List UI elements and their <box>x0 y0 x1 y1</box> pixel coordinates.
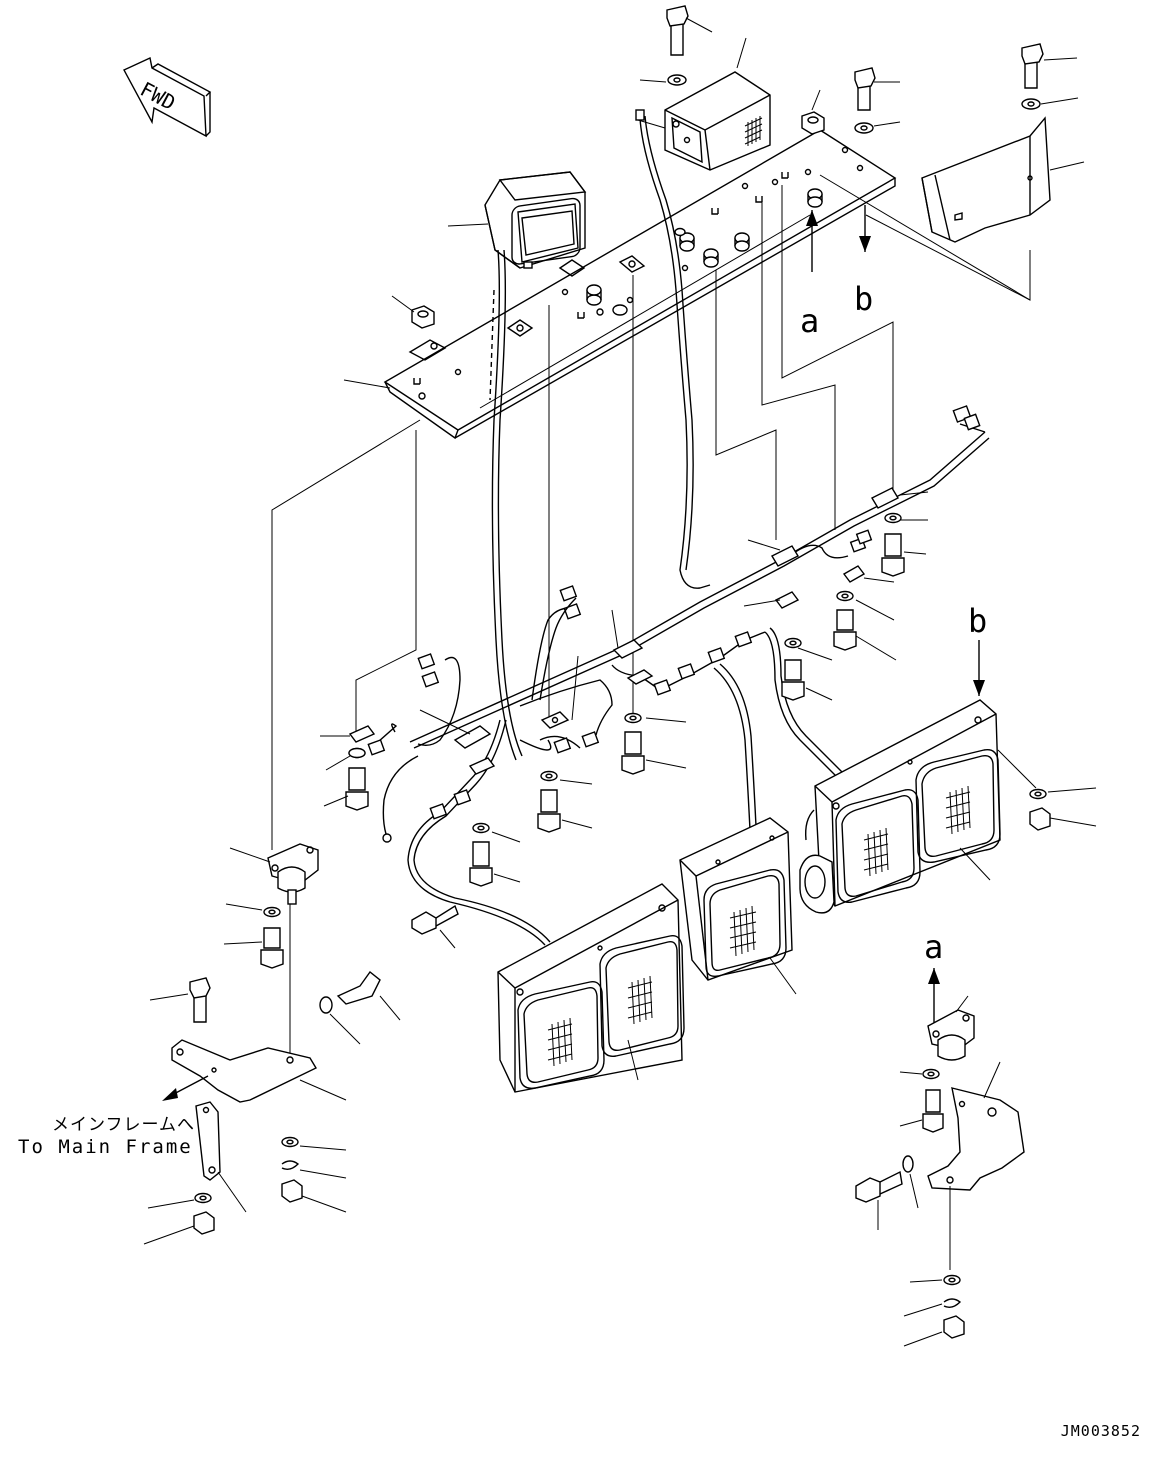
nut-top <box>801 111 825 135</box>
bolt-top-right-1 <box>854 67 876 134</box>
left-mount <box>143 843 401 1245</box>
main-frame-note-english: To Main Frame <box>18 1136 193 1158</box>
plate-bracket-left <box>408 255 646 361</box>
svg-text:a: a <box>800 302 819 340</box>
wire-harness <box>348 405 990 946</box>
relay-box <box>664 71 771 171</box>
reference-lines <box>271 174 1031 850</box>
bolt-top-right-2 <box>1021 43 1044 110</box>
view-arrow-a-top: a <box>800 210 819 340</box>
svg-text:b: b <box>968 602 987 640</box>
svg-text:b: b <box>854 280 873 318</box>
main-frame-note-japanese: メインフレームへ <box>52 1115 195 1135</box>
work-lamp-top <box>484 171 587 269</box>
fwd-arrow-icon: FWD <box>123 56 212 138</box>
view-arrow-b-top: b <box>854 205 873 318</box>
nut-left <box>411 305 435 329</box>
relay-wire <box>635 109 711 589</box>
plate-nuts <box>586 188 823 316</box>
mounting-plate <box>383 129 897 440</box>
bolt-top-center <box>666 5 689 86</box>
view-arrow-a-bottom: a <box>924 928 943 1025</box>
twin-lamp-right <box>799 699 1097 914</box>
guard-bracket <box>921 116 1051 243</box>
twin-lamp-left <box>497 883 685 1093</box>
leader-lines-top <box>343 17 1085 389</box>
single-lamp-middle <box>679 817 797 995</box>
fwd-label: FWD <box>136 77 179 115</box>
svg-text:a: a <box>924 928 943 966</box>
drawing-code: JM003852 <box>1060 1422 1141 1440</box>
right-mount <box>855 995 1025 1347</box>
view-arrow-b-bottom: b <box>968 602 987 696</box>
leader-lines-middle <box>320 491 929 949</box>
harness-fasteners <box>345 512 905 935</box>
plate-holes <box>418 146 864 400</box>
clip-symbols <box>413 172 789 385</box>
